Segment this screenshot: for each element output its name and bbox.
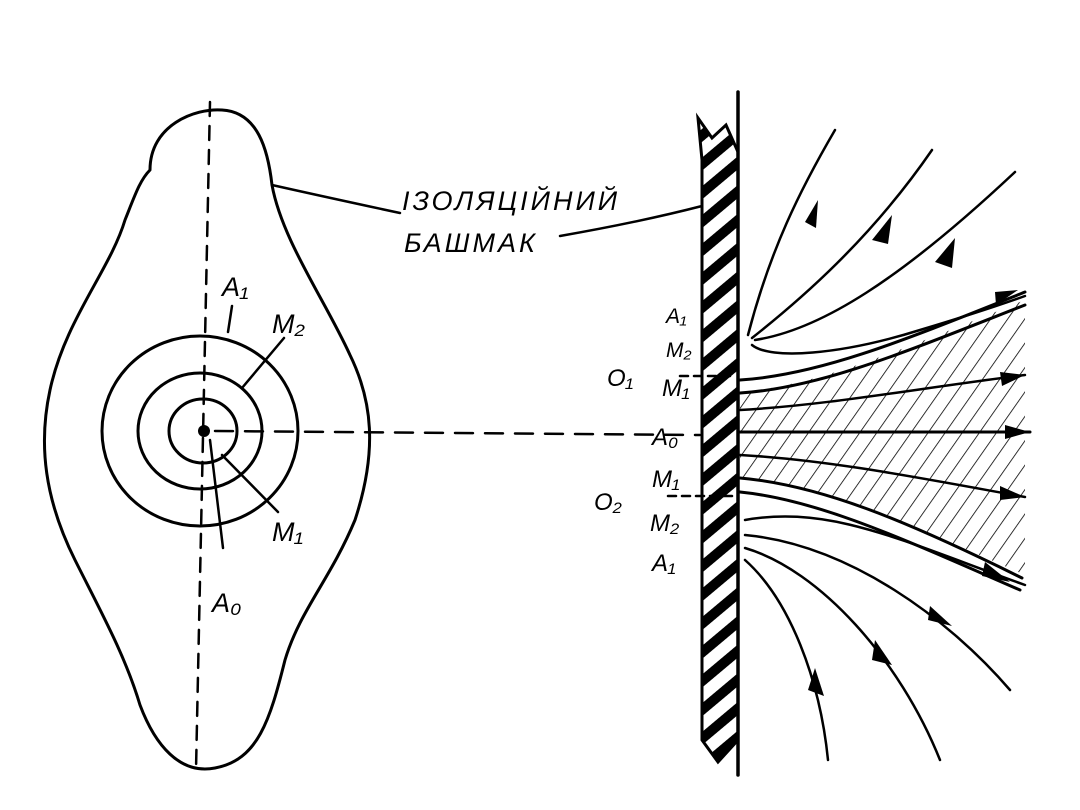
arrow-mid-bottom: [1000, 486, 1025, 500]
field-arrows: [805, 200, 1030, 696]
label-a1-left: A₁: [220, 272, 249, 302]
label-a0-left: A₀: [210, 588, 241, 618]
label-m1-left: M₁: [272, 517, 303, 547]
caption-leader-right: [558, 204, 704, 238]
center-point-a0: [198, 425, 210, 437]
label-a1-right-bottom: A₁: [650, 550, 676, 577]
label-m2-right-top: M₂: [666, 339, 692, 362]
ring-m2: [136, 371, 264, 491]
ring-m1: [167, 397, 239, 465]
arrow-mid-top: [1000, 372, 1025, 386]
arrow-upper-3: [935, 238, 955, 268]
caption-leader-left: [270, 183, 402, 215]
field-line-lower-3: [743, 546, 942, 762]
arrow-lower-1: [982, 562, 1010, 582]
field-line-inner-1: [738, 373, 1027, 412]
arrow-lower-4: [808, 668, 824, 696]
ring-a1: [100, 334, 300, 528]
field-line-lower-2: [743, 533, 1012, 692]
zone-boundary-bottom-1: [738, 476, 1024, 580]
label-m1-right-bottom: M₁: [652, 466, 680, 493]
label-o1-right: O₁: [607, 365, 633, 392]
zone-boundary-top-2: [738, 303, 1027, 395]
arrow-lower-3: [872, 640, 892, 665]
caption-line2: БАШМАК: [404, 228, 538, 258]
label-a0-right: A₀: [650, 424, 678, 451]
arrow-lower-2: [928, 606, 952, 626]
field-line-lower-4: [743, 558, 830, 762]
vertical-axis: [194, 100, 212, 772]
insulator-strip: [695, 112, 740, 765]
field-line-upper-4: [750, 294, 1027, 355]
label-m1-right-top: M₁: [662, 375, 690, 402]
caption-line1: ІЗОЛЯЦІЙНИЙ: [402, 184, 620, 216]
zone-boundary-bottom-2: [738, 490, 1022, 592]
arrow-mid-axis: [1005, 425, 1030, 439]
field-line-inner-2: [738, 453, 1027, 499]
field-zone-hatched: [740, 300, 1025, 575]
field-line-upper-1: [746, 128, 837, 337]
field-line-upper-3: [753, 170, 1017, 342]
label-m2-left: M₂: [272, 309, 305, 339]
arrow-upper-4: [995, 290, 1018, 305]
zone-boundary-top-1: [738, 290, 1027, 382]
label-a1-right-top: A₁: [664, 305, 687, 328]
label-m2-right-bottom: M₂: [650, 510, 679, 537]
leader-m2: [240, 336, 286, 390]
field-line-lower-1: [743, 515, 1027, 587]
leader-a1: [226, 304, 234, 334]
horizontal-axis: [213, 429, 702, 437]
label-o2-right: O₂: [594, 489, 622, 516]
leader-m1: [220, 453, 280, 514]
arrow-upper-1: [805, 200, 818, 228]
leader-a0: [208, 438, 225, 550]
field-line-upper-2: [750, 148, 934, 340]
arrow-upper-2: [872, 215, 892, 244]
